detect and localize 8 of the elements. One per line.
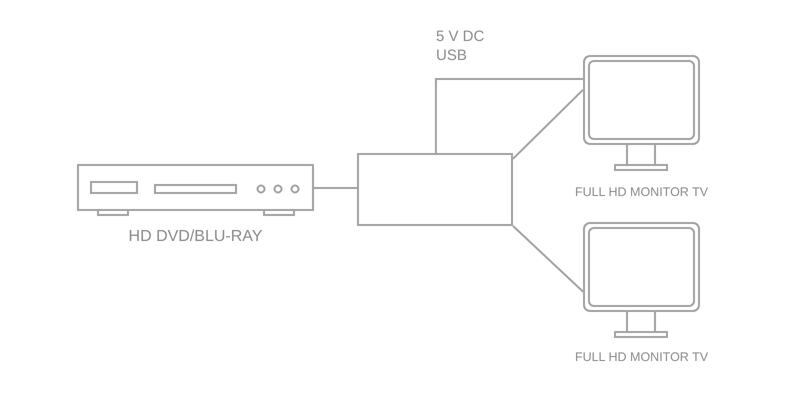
device-label: FULL HD MONITOR TV — [574, 351, 708, 365]
cable-line — [512, 225, 584, 292]
cable-line — [512, 89, 584, 160]
splitter-box — [357, 153, 513, 226]
cable-line — [434, 78, 583, 153]
device-label: FULL HD MONITOR TV — [574, 186, 708, 200]
device-label: HD DVD/BLU-RAY — [128, 228, 262, 246]
cable-line — [314, 186, 357, 190]
